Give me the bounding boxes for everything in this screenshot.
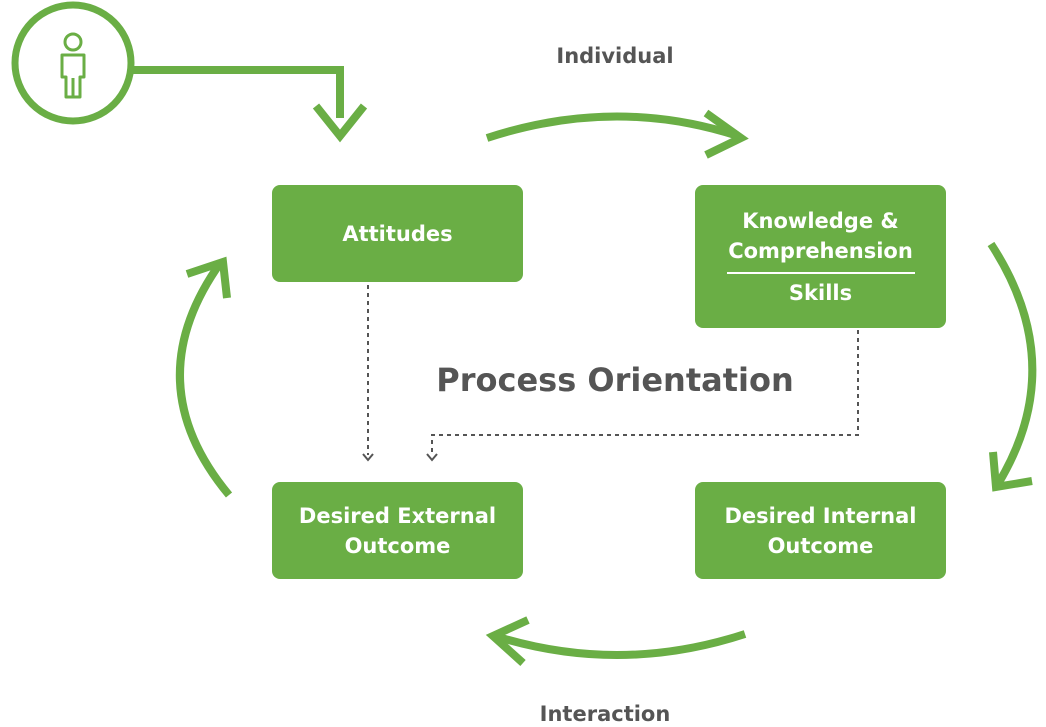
external-label-line2: Outcome	[344, 533, 451, 558]
knowledge-label-line2: Comprehension	[728, 238, 913, 263]
individual-label: Individual	[556, 44, 674, 68]
top-cycle-arrow	[485, 112, 740, 142]
left-cycle-arrowhead	[185, 256, 231, 299]
external-label-line1: Desired External	[298, 503, 497, 528]
right-cycle-arrowhead	[989, 451, 1033, 492]
right-cycle-arrow	[987, 241, 1037, 487]
knowledge-skills-divider	[726, 271, 915, 274]
bottom-cycle-arrow	[493, 630, 747, 659]
desired-internal-outcome-box: Desired Internal Outcome	[695, 482, 946, 579]
interaction-label: Interaction	[539, 702, 671, 726]
person-icon	[11, 1, 135, 125]
process-orientation-title: Process Orientation	[436, 361, 794, 399]
bottom-cycle-arrowhead	[485, 616, 530, 666]
entry-connector	[131, 66, 344, 118]
attitudes-box: Attitudes	[272, 185, 523, 282]
skills-dotted-arrowhead	[426, 453, 438, 462]
knowledge-skills-box: Knowledge & Comprehension Skills	[695, 185, 946, 328]
internal-label-line1: Desired Internal	[724, 503, 917, 528]
internal-label-line2: Outcome	[767, 533, 874, 558]
desired-external-outcome-box: Desired External Outcome	[272, 482, 523, 579]
top-cycle-arrowhead	[703, 109, 749, 159]
skills-label: Skills	[788, 280, 853, 305]
attitudes-label: Attitudes	[342, 221, 453, 246]
entry-arrowhead	[312, 103, 368, 143]
attitudes-dotted-arrowhead	[362, 453, 374, 462]
knowledge-label-line1: Knowledge &	[742, 208, 899, 233]
left-cycle-arrow	[175, 259, 233, 498]
